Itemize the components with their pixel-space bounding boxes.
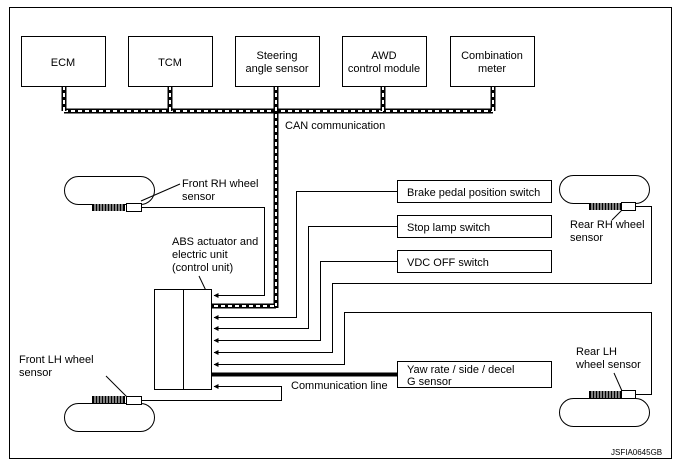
- switch-brake-label: Brake pedal position switch: [407, 187, 540, 199]
- module-steering-label-1: Steering: [257, 50, 298, 62]
- sensor-yaw-label-2: G sensor: [407, 376, 452, 388]
- module-combination-label-1: Combination: [461, 50, 523, 62]
- module-ecm: ECM: [21, 36, 106, 87]
- module-tcm: TCM: [128, 36, 213, 87]
- module-steering-label-2: angle sensor: [246, 63, 309, 75]
- rear-lh-sensor-label-1: Rear LH: [576, 346, 617, 358]
- switch-stop-label: Stop lamp switch: [407, 222, 490, 234]
- rear-rh-sensor: [621, 202, 636, 211]
- module-awd-control: AWD control module: [342, 36, 427, 87]
- module-ecm-label: ECM: [51, 57, 75, 69]
- rear-lh-sensor-label-2: wheel sensor: [575, 359, 641, 371]
- front-lh-sensor: [126, 396, 142, 405]
- front-rh-sensor: [126, 203, 142, 212]
- front-rh-wheel: [64, 176, 181, 212]
- module-tcm-label: TCM: [158, 57, 182, 69]
- front-lh-sensor-label-1: Front LH wheel: [19, 354, 94, 366]
- rear-rh-sensor-label-1: Rear RH wheel: [570, 219, 645, 231]
- front-lh-sensor-label-2: sensor: [19, 367, 52, 379]
- module-awd-label-2: control module: [348, 63, 420, 75]
- module-combination-label-2: meter: [478, 63, 506, 75]
- switch-vdc-label: VDC OFF switch: [407, 257, 489, 269]
- abs-actuator-unit: [154, 289, 212, 390]
- switch-brake-pedal-position: Brake pedal position switch: [397, 180, 552, 203]
- sensor-yaw-label-1: Yaw rate / side / decel: [407, 364, 514, 376]
- can-communication-label: CAN communication: [285, 120, 385, 132]
- module-awd-label-1: AWD: [371, 50, 396, 62]
- signal-wires: [141, 191, 652, 401]
- abs-unit-label-1: ABS actuator and: [172, 236, 258, 248]
- diagram-frame: [9, 7, 672, 459]
- switch-vdc-off: VDC OFF switch: [397, 250, 552, 273]
- module-steering-angle-sensor: Steering angle sensor: [235, 36, 320, 87]
- module-combination-meter: Combination meter: [450, 36, 535, 87]
- figure-code: JSFIA0645GB: [611, 448, 662, 457]
- rear-rh-sensor-label-2: sensor: [570, 232, 603, 244]
- front-lh-wheel: [64, 375, 155, 432]
- front-rh-sensor-label-2: sensor: [182, 191, 215, 203]
- front-rh-sensor-label-1: Front RH wheel: [182, 178, 258, 190]
- can-bus: [61, 86, 496, 309]
- rear-rh-wheel: [559, 175, 650, 221]
- communication-line-label: Communication line: [291, 380, 388, 392]
- sensor-yaw-rate: Yaw rate / side / decel G sensor: [397, 361, 552, 388]
- rear-lh-wheel: [559, 372, 650, 427]
- rear-lh-sensor: [621, 390, 636, 399]
- abs-unit-label-2: electric unit: [172, 249, 228, 261]
- abs-unit-label-3: (control unit): [172, 262, 233, 274]
- switch-stop-lamp: Stop lamp switch: [397, 215, 552, 238]
